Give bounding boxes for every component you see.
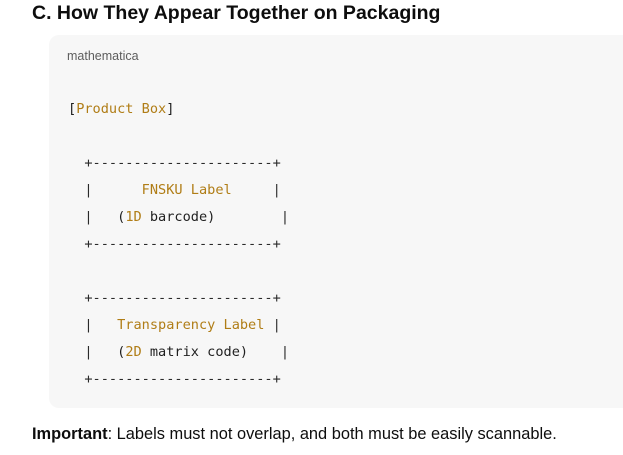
section-heading: C. How They Appear Together on Packaging — [32, 2, 441, 24]
code-language-label: mathematica — [67, 49, 139, 63]
code-line: +----------------------+ — [68, 150, 289, 177]
code-block: mathematica [Product Box] +-------------… — [49, 35, 623, 408]
important-note-text: : Labels must not overlap, and both must… — [107, 425, 557, 443]
code-content: [Product Box] +----------------------+ |… — [68, 96, 289, 393]
code-line — [68, 123, 289, 150]
code-token-pipe: | — [68, 182, 93, 198]
code-line — [68, 258, 289, 285]
code-token-border: +----------------------+ — [68, 290, 281, 306]
important-note-label: Important — [32, 425, 108, 443]
code-line: [Product Box] — [68, 96, 289, 123]
code-token-border: +----------------------+ — [68, 371, 281, 387]
code-line: +----------------------+ — [68, 366, 289, 393]
code-token-pipe: | — [272, 182, 281, 198]
code-token-pipe: | — [272, 317, 281, 333]
code-token-label: 1D — [125, 209, 142, 225]
code-token-plain: [ — [68, 101, 77, 117]
code-token-label: Transparency Label — [92, 317, 273, 333]
code-line: +----------------------+ — [68, 231, 289, 258]
important-note: Important: Labels must not overlap, and … — [32, 422, 557, 446]
code-token-border: +----------------------+ — [68, 236, 281, 252]
code-token-pipe: | — [68, 344, 93, 360]
code-token-plain: barcode) — [141, 209, 281, 225]
code-line: +----------------------+ — [68, 285, 289, 312]
code-token-label: Product Box — [76, 101, 167, 117]
code-token-pipe: | — [68, 317, 93, 333]
code-token-plain: ] — [166, 101, 175, 117]
code-line: | (1D barcode) | — [68, 204, 289, 231]
code-token-label: FNSKU Label — [92, 182, 273, 198]
code-token-label: 2D — [125, 344, 142, 360]
code-token-border: +----------------------+ — [68, 155, 281, 171]
code-token-pipe: | — [280, 344, 290, 360]
code-token-plain: matrix code) — [141, 344, 281, 360]
code-line: | Transparency Label | — [68, 312, 289, 339]
code-token-plain: ( — [92, 344, 126, 360]
code-token-pipe: | — [280, 209, 290, 225]
code-token-pipe: | — [68, 209, 93, 225]
code-line: | (2D matrix code) | — [68, 339, 289, 366]
code-token-plain: ( — [92, 209, 126, 225]
code-line: | FNSKU Label | — [68, 177, 289, 204]
